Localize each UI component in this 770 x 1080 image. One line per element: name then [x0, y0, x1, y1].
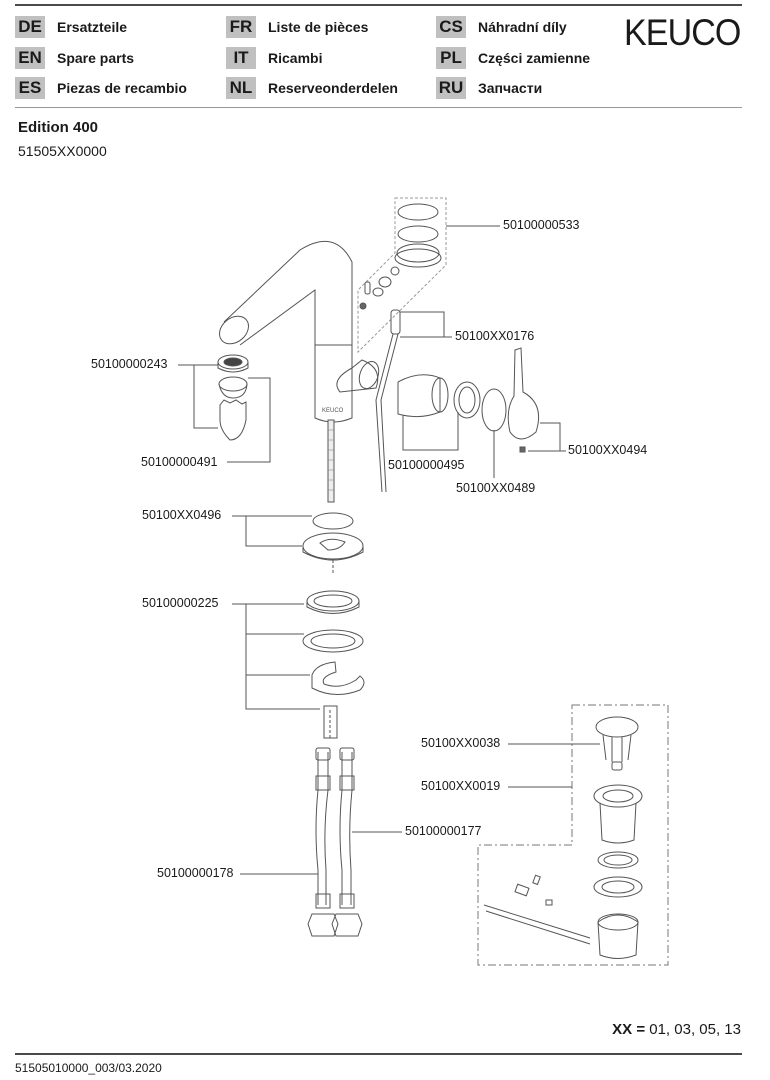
- o-ring: [397, 225, 439, 243]
- valve-part: [378, 276, 392, 288]
- cover-cap: [481, 388, 507, 432]
- lang-title: Reserveonderdelen: [268, 80, 398, 96]
- threaded-nut: [453, 381, 481, 419]
- valve-part: [390, 266, 400, 276]
- lang-title: Ricambi: [268, 50, 323, 66]
- document-number: 51505010000_003/03.2020: [15, 1061, 162, 1075]
- xx-key: XX: [612, 1021, 633, 1038]
- lang-code: PL: [436, 47, 466, 69]
- valve-part: [372, 287, 384, 297]
- lang-title: Ersatzteile: [57, 19, 128, 35]
- lang-en: EN Spare parts: [15, 47, 134, 69]
- pop-up-plug: [595, 716, 639, 738]
- header-top-rule: [15, 4, 742, 6]
- seal-kit-dashed-outline: [357, 197, 447, 354]
- cartridge-group: [397, 347, 540, 453]
- part-label-hose-short: 50100000178: [157, 866, 234, 880]
- lang-title: Spare parts: [57, 50, 135, 66]
- pivot-rod: [483, 904, 591, 945]
- aerator-ring: [218, 376, 248, 392]
- part-label-cartridge: 50100000495: [388, 458, 465, 472]
- lang-ru: RU Запчасти: [436, 77, 542, 99]
- part-label-fixing-set: 50100000225: [142, 596, 219, 610]
- part-label-aerator-housing: 50100000491: [141, 455, 218, 469]
- lang-title: Piezas de recambio: [57, 80, 187, 96]
- part-label-waste-valve: 50100XX0019: [421, 779, 501, 793]
- waste-seal: [597, 851, 639, 869]
- lang-cs: CS Náhradní díly: [436, 16, 567, 38]
- lever-socket: [336, 359, 379, 393]
- waste-valve-group: [483, 716, 643, 959]
- brand-logo: KEUCO: [624, 12, 741, 53]
- fixing-washer: [302, 629, 364, 653]
- leader-lines: [178, 225, 600, 875]
- aerator-group: [217, 354, 249, 441]
- spout-outlet: [219, 315, 249, 345]
- lang-title: Części zamienne: [478, 50, 591, 66]
- lang-code: DE: [15, 16, 45, 38]
- lang-code: ES: [15, 77, 45, 99]
- product-number: 51505XX0000: [18, 143, 107, 159]
- hoses: [307, 747, 363, 937]
- aerator-housing: [219, 399, 247, 441]
- base-parts: [302, 512, 365, 739]
- lang-title: Liste de pièces: [268, 19, 369, 35]
- lang-code: EN: [15, 47, 45, 69]
- grub-screw: [519, 446, 526, 453]
- lang-title: Запчасти: [478, 80, 543, 96]
- seal-kit-group: [357, 197, 447, 354]
- header-bottom-rule: [15, 107, 742, 108]
- lang-nl: NL Reserveonderdelen: [226, 77, 398, 99]
- part-label-lift-rod: 50100XX0176: [455, 329, 535, 343]
- threaded-stud: [327, 419, 335, 503]
- o-ring: [397, 203, 439, 221]
- waste-body: [597, 914, 639, 959]
- lang-title: Náhradní díly: [478, 19, 567, 35]
- part-label-cover-cap: 50100XX0489: [456, 481, 536, 495]
- lang-pl: PL Części zamienne: [436, 47, 590, 69]
- waste-valve-frame: [477, 704, 669, 966]
- part-label-aerator: 50100000243: [91, 357, 168, 371]
- lang-code: RU: [436, 77, 466, 99]
- hose-short: [315, 752, 329, 905]
- lang-code: FR: [226, 16, 256, 38]
- waste-gasket: [593, 876, 643, 898]
- lang-code: CS: [436, 16, 466, 38]
- part-label-lever-handle: 50100XX0494: [568, 443, 648, 457]
- lang-code: NL: [226, 77, 256, 99]
- lang-de: DE Ersatzteile: [15, 16, 127, 38]
- part-label-pop-up-plug: 50100XX0038: [421, 736, 501, 750]
- lang-fr: FR Liste de pièces: [226, 16, 368, 38]
- part-label-seal-kit: 50100000533: [503, 218, 580, 232]
- product-name: Edition 400: [18, 119, 99, 136]
- fixing-ring: [306, 590, 360, 612]
- base-plate: [302, 532, 364, 560]
- lang-it: IT Ricambi: [226, 47, 322, 69]
- lift-rod: [375, 309, 401, 493]
- lang-code: IT: [226, 47, 256, 69]
- xx-values: 01, 03, 05, 13: [649, 1021, 741, 1038]
- sleeve-ring: [396, 243, 440, 263]
- xx-equals: =: [636, 1021, 646, 1038]
- cartridge: [397, 374, 441, 418]
- waste-flange: [593, 784, 643, 808]
- footer-rule: [15, 1053, 742, 1055]
- part-label-hose-long: 50100000177: [405, 824, 482, 838]
- lang-es: ES Piezas de recambio: [15, 77, 187, 99]
- faucet-spout: [223, 241, 353, 346]
- fixing-clamp: [311, 661, 365, 695]
- part-label-base-seal: 50100XX0496: [142, 508, 222, 522]
- hose-long: [339, 752, 353, 905]
- body-logo: KEUCO: [322, 408, 344, 414]
- base-o-ring: [312, 512, 354, 530]
- color-code-legend: XX = 01, 03, 05, 13: [612, 1021, 741, 1038]
- faucet-body: KEUCO: [219, 241, 380, 503]
- grub-screw: [359, 302, 367, 310]
- lever-handle: [507, 347, 540, 440]
- pin: [364, 281, 371, 295]
